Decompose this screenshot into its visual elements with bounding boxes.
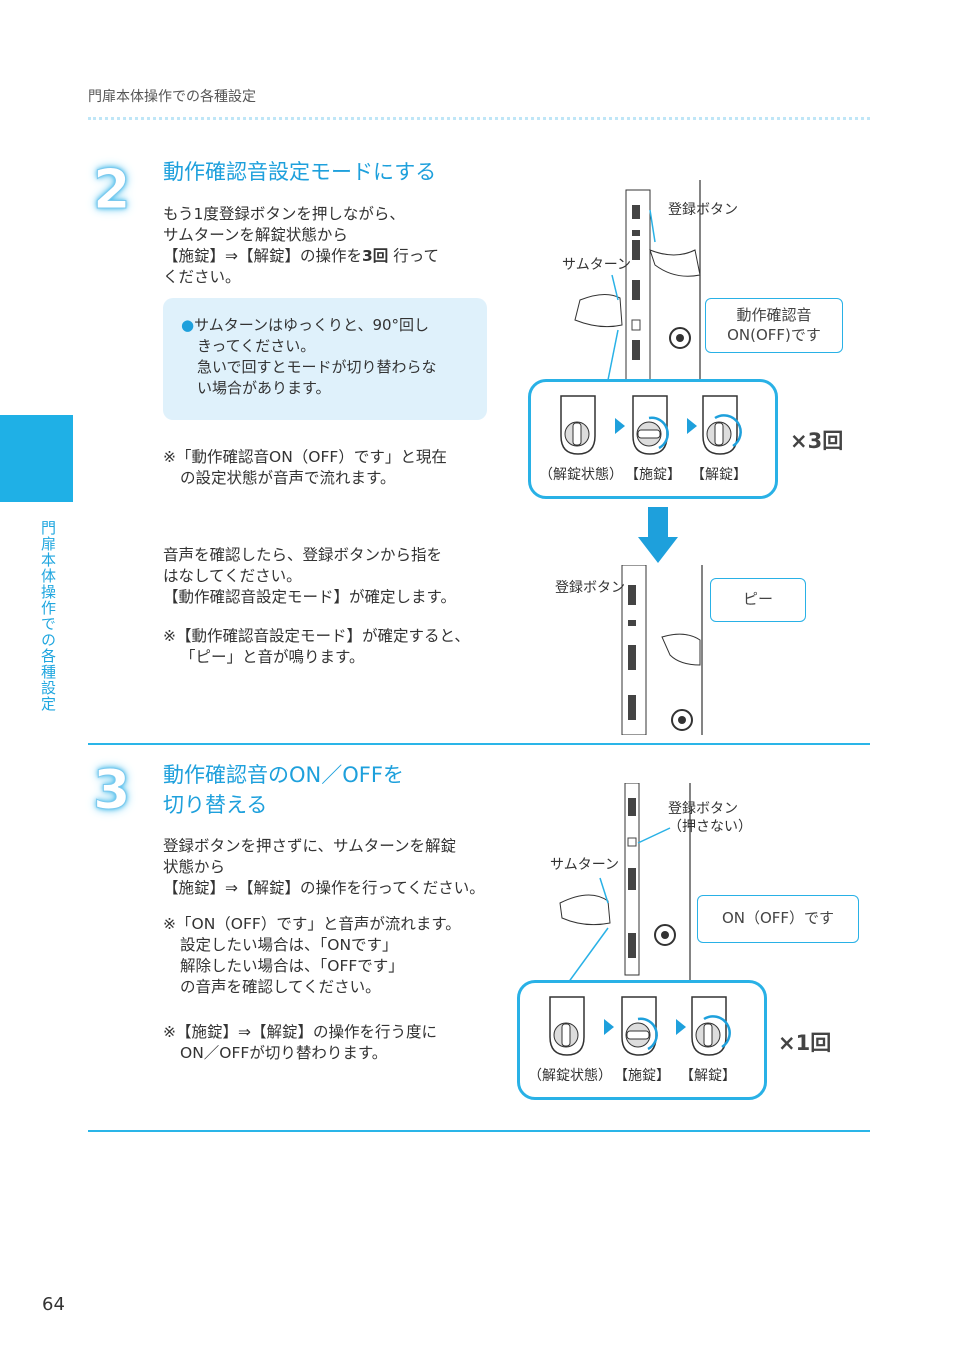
step-number: 2 — [93, 158, 132, 222]
thumbturn-label: サムターン — [550, 857, 620, 873]
step-title: 動作確認音設定モードにする — [163, 160, 437, 184]
state-unlock-label: 【解錠】 — [680, 1068, 736, 1084]
repeat-count: ×1回 — [778, 1031, 832, 1055]
thumbturn-label: サムターン — [562, 257, 632, 273]
chapter-tab — [0, 415, 73, 502]
step-number: 3 — [93, 758, 132, 822]
state-unlocked-label: （解錠状態） — [528, 1068, 612, 1084]
speech-bubble: 動作確認音 ON(OFF)です — [705, 298, 843, 353]
register-button-label: 登録ボタン — [555, 580, 625, 596]
section-divider — [88, 743, 870, 745]
remark: ※【施錠】⇒【解錠】の操作を行う度に ON／OFFが切り替わります。 — [163, 1023, 437, 1062]
door-lock-illustration — [559, 783, 691, 983]
door-lock-illustration — [574, 180, 701, 380]
bullet-icon: ● — [181, 316, 195, 334]
state-locked-label: 【施錠】 — [614, 1068, 670, 1084]
state-unlocked-label: （解錠状態） — [539, 467, 623, 483]
header-divider — [88, 117, 870, 120]
caution-note: ●サムターンはゆっくりと、90°回し きってください。 急いで回すとモードが切り… — [163, 298, 487, 420]
remark: ※【動作確認音設定モード】が確定すると、 「ピー」と音が鳴ります。 — [163, 627, 470, 666]
chapter-label: 門扉本体操作での各種設定 — [39, 520, 57, 712]
step-title: 動作確認音のON／OFFを 切り替える — [163, 763, 404, 817]
thumbturn-sequence: （解錠状態） 【施錠】 【解錠】 — [528, 379, 778, 499]
beep-bubble: ピー — [710, 578, 806, 622]
thumbturn-sequence: （解錠状態） 【施錠】 【解錠】 — [517, 980, 767, 1100]
remark: ※「動作確認音ON（OFF）です」と現在 の設定状態が音声で流れます。 — [163, 448, 447, 487]
register-button-label: 登録ボタン — [668, 202, 738, 218]
step-instructions: もう1度登録ボタンを押しながら、 サムターンを解錠状態から 【施錠】⇒【解錠】の… — [163, 205, 439, 286]
thumbturn-icons — [560, 395, 742, 455]
section-header: 門扉本体操作での各種設定 — [88, 89, 256, 105]
state-locked-label: 【施錠】 — [625, 467, 681, 483]
remark: ※「ON（OFF）です」と音声が流れます。 設定したい場合は、「ONです」 解除… — [163, 915, 461, 996]
page-number: 64 — [42, 1294, 65, 1315]
step-instructions: 登録ボタンを押さずに、サムターンを解錠 状態から 【施錠】⇒【解錠】の操作を行っ… — [163, 837, 485, 897]
register-button-label: 登録ボタン （押さない） — [668, 801, 752, 835]
section-divider — [88, 1130, 870, 1132]
arrow-down-icon — [638, 507, 678, 563]
repeat-count: ×3回 — [790, 429, 844, 453]
confirm-instructions: 音声を確認したら、登録ボタンから指を はなしてください。 【動作確認音設定モード… — [163, 546, 456, 606]
thumbturn-icons — [549, 996, 731, 1056]
speech-bubble: ON（OFF）です — [697, 895, 859, 943]
door-lock-illustration-confirm — [621, 565, 703, 735]
state-unlock-label: 【解錠】 — [691, 467, 747, 483]
